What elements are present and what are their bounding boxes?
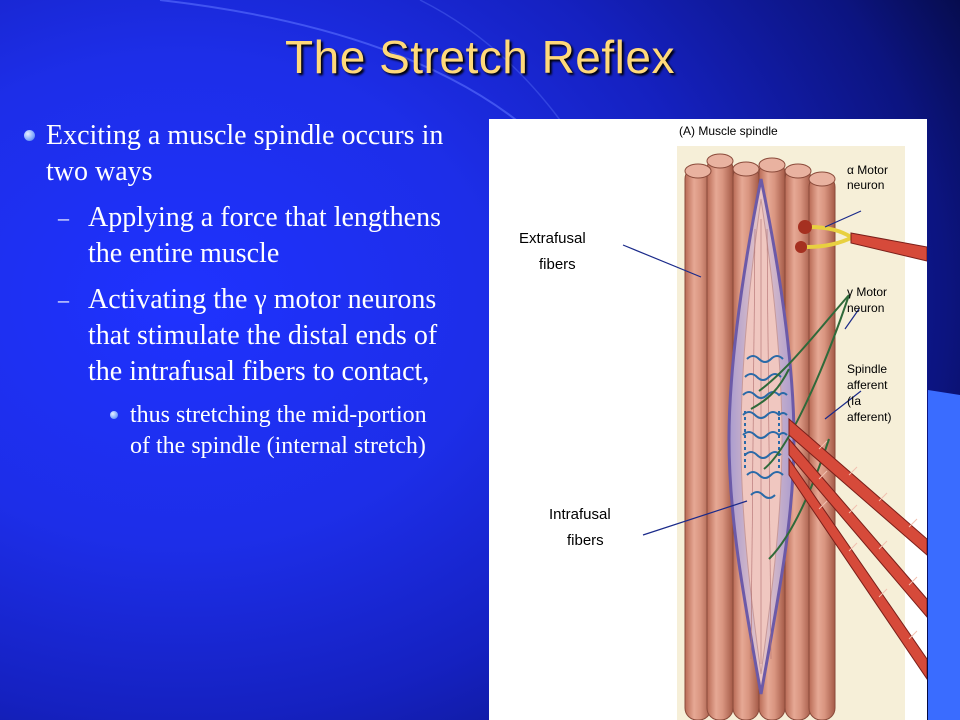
- sub-sub-bullet-item: thus stretching the mid-portion of the s…: [12, 400, 452, 462]
- dash-icon: –: [58, 287, 69, 312]
- slide-title: The Stretch Reflex: [285, 31, 675, 83]
- spindle-afferent-label-3: (Ia: [847, 394, 861, 408]
- alpha-motor-neuron: [795, 220, 927, 262]
- gamma-motor-label-2: neuron: [847, 301, 884, 315]
- bullet-list: Exciting a muscle spindle occurs in two …: [12, 118, 452, 462]
- bullet-dot-icon: [110, 411, 118, 419]
- gamma-motor-neuron: [750, 294, 850, 560]
- spindle-afferent-label-4: afferent): [847, 410, 891, 424]
- extrafusal-label-1: Extrafusal: [519, 230, 586, 247]
- sensory-endings: [742, 355, 788, 499]
- figure-caption: (A) Muscle spindle: [679, 124, 778, 138]
- sub-bullet-text: Activating the γ motor neurons that stim…: [88, 284, 438, 387]
- dash-icon: –: [58, 205, 69, 230]
- bullet-dot-icon: [24, 130, 35, 141]
- pointer-lines: [622, 210, 862, 536]
- muscle-spindle-figure: (A) Muscle spindle α Motor neuron γ Moto…: [489, 119, 927, 720]
- spindle-afferent-fibers: [788, 417, 927, 680]
- spindle-afferent-label-1: Spindle: [847, 362, 887, 376]
- sub-bullet-item: – Applying a force that lengthens the en…: [12, 200, 452, 272]
- bullet-text: Exciting a muscle spindle occurs in two …: [46, 120, 444, 187]
- intrafusal-label-1: Intrafusal: [549, 506, 611, 523]
- gamma-motor-label-1: γ Motor: [847, 285, 887, 299]
- bullet-item: Exciting a muscle spindle occurs in two …: [12, 118, 452, 190]
- muscle-spindle-diagram: (A) Muscle spindle α Motor neuron γ Moto…: [519, 124, 927, 720]
- spindle-afferent-label-2: afferent: [847, 378, 888, 392]
- intrafusal-label-2: fibers: [567, 532, 604, 549]
- sub-sub-bullet-text: thus stretching the mid-portion of the s…: [130, 402, 427, 459]
- sub-bullet-item: – Activating the γ motor neurons that st…: [12, 282, 452, 390]
- alpha-motor-label-1: α Motor: [847, 163, 888, 177]
- alpha-motor-label-2: neuron: [847, 178, 884, 192]
- extrafusal-label-2: fibers: [539, 256, 576, 273]
- sub-bullet-text: Applying a force that lengthens the enti…: [88, 202, 442, 269]
